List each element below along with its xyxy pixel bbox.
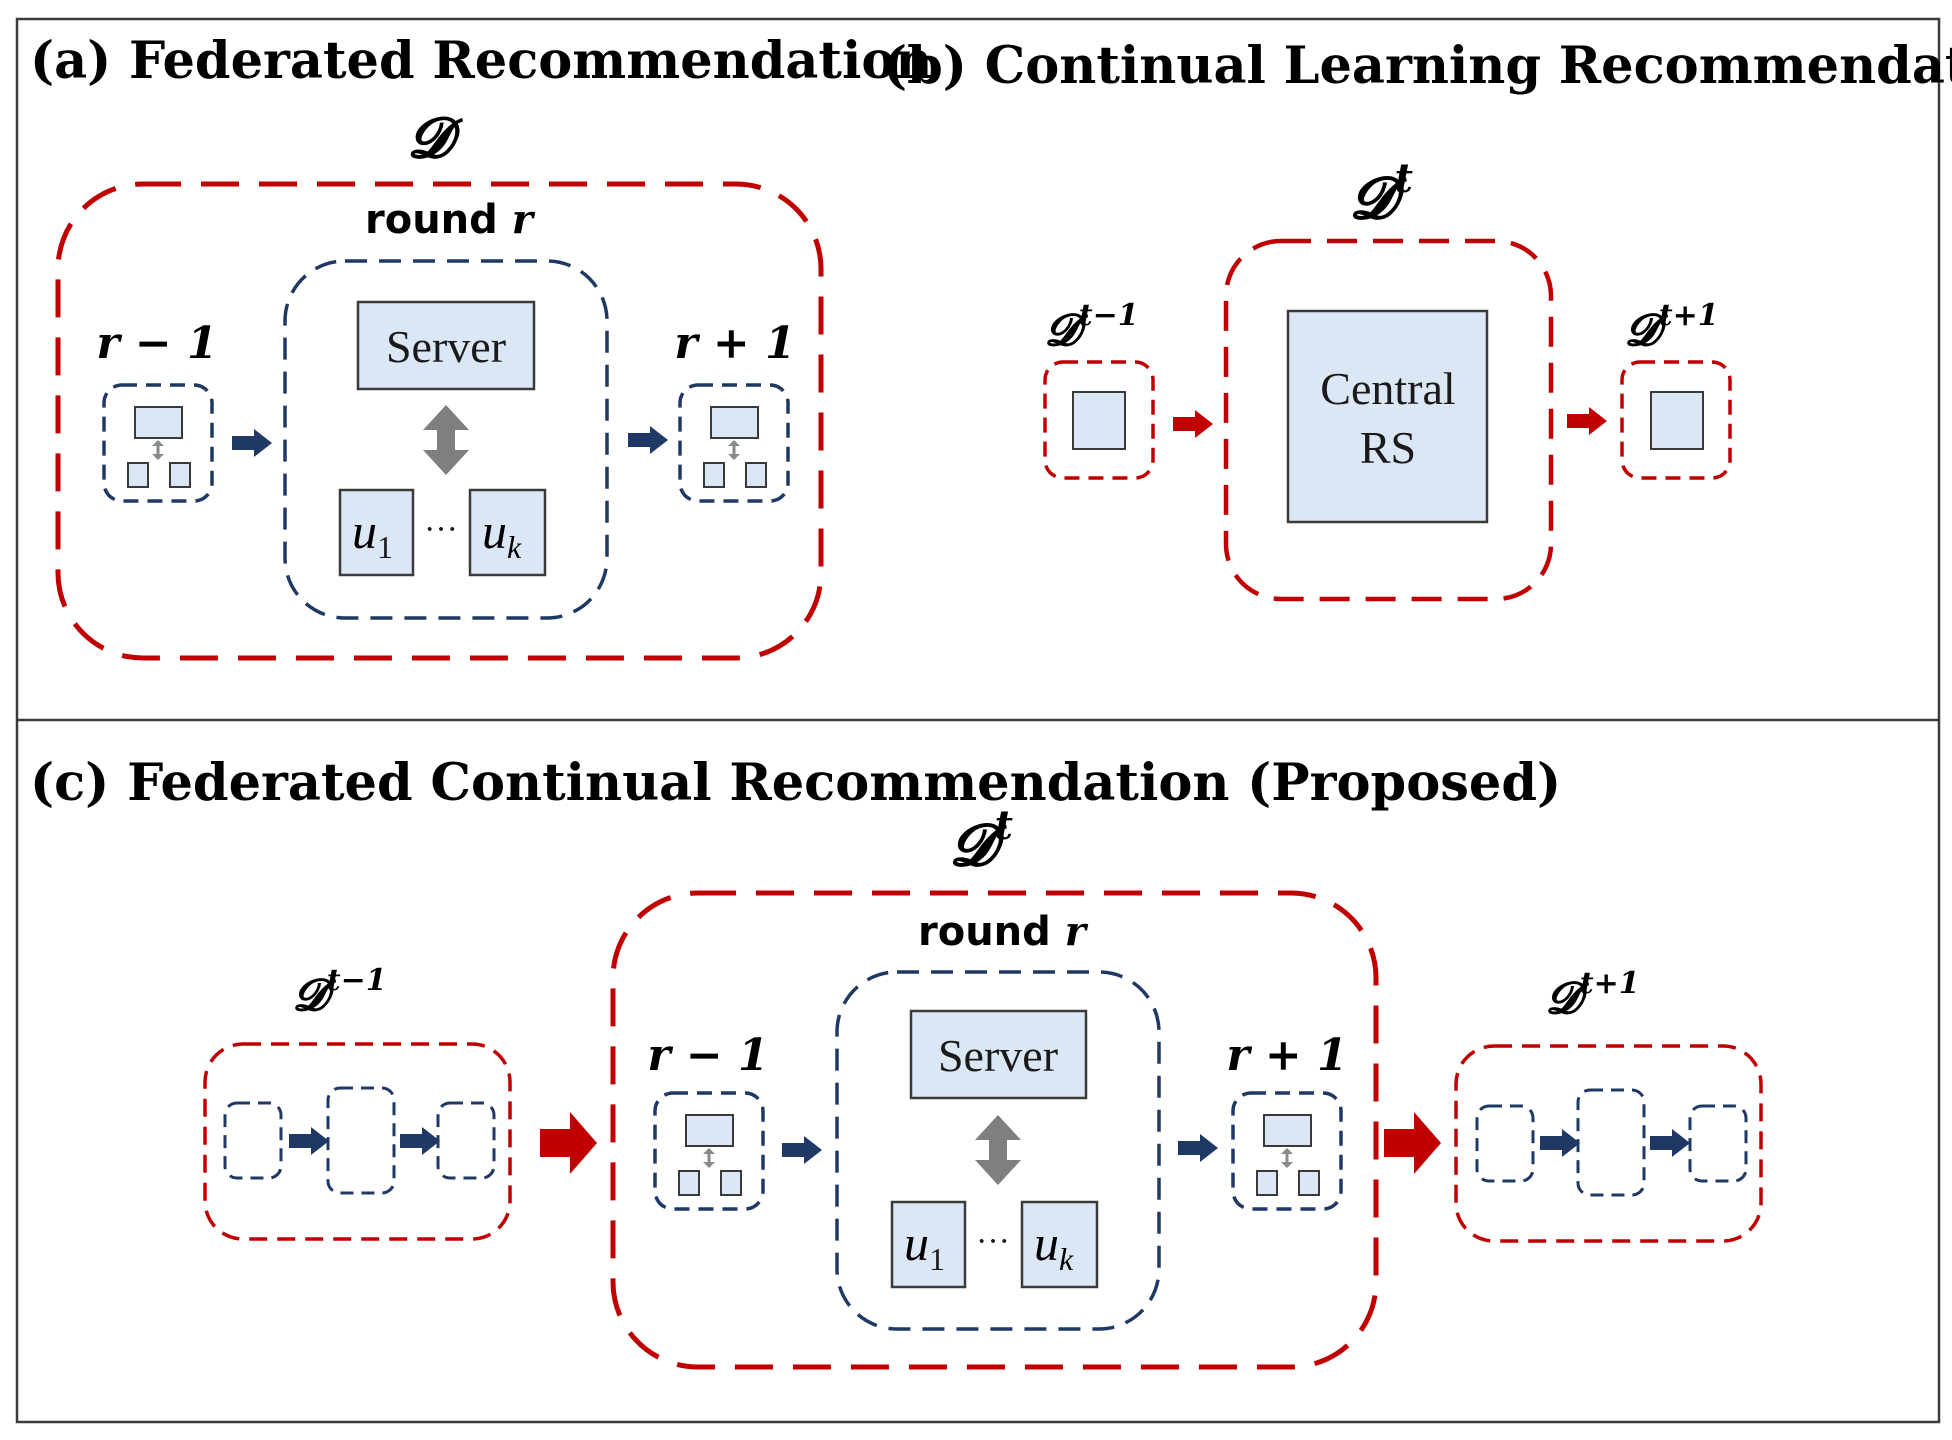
panel-a-round-label: round r (365, 196, 536, 243)
panel-c-server-box (909, 1009, 1088, 1100)
panel-b-arrow-out (1567, 407, 1607, 435)
panel-a-title: (a) Federated Recommendation (30, 31, 932, 91)
panel-c-client-ellipsis: ··· (976, 1223, 1010, 1260)
panel-c-next-arrow-2 (1650, 1129, 1690, 1157)
panel-a-prev-round-mini (102, 383, 214, 503)
panel-c-next-round-mini (1231, 1091, 1343, 1211)
panel-b-central-line1: Central (1320, 363, 1455, 414)
panel-c-round-boundary (835, 970, 1161, 1331)
panel-c-client-first-box (890, 1200, 967, 1289)
panel-c-title: (c) Federated Continual Recommendation (… (30, 753, 1561, 813)
panel-b: (b) Continual Learning Recommendation 𝓓t… (883, 36, 1952, 602)
panel-c-dataset-boundary (610, 890, 1379, 1370)
panel-a-dataset-boundary (55, 181, 824, 661)
panel-b-central-line2: RS (1360, 422, 1416, 473)
panel-b-prev-boundary (1043, 360, 1155, 480)
panel-a-arrow-in (232, 429, 272, 457)
panel-a-server-label: Server (386, 321, 506, 372)
panel-c-next-symbol: 𝓓t+1 (1546, 966, 1640, 1024)
panel-a-arrow-out (628, 426, 668, 454)
panel-c-prev-round-mini (653, 1091, 765, 1211)
panel-c-next-round-b (1576, 1088, 1646, 1197)
panel-c-server-client-arrow (975, 1115, 1021, 1185)
panel-c-stream-arrow-in (540, 1112, 597, 1174)
panel-c-prev-round-a (223, 1101, 283, 1180)
panel-b-title: (b) Continual Learning Recommendation (883, 36, 1952, 96)
panel-c-dataset-symbol: 𝓓t (950, 802, 1014, 879)
panel-c-round-arrow-out (1178, 1134, 1218, 1162)
panel-c-prev-dataset-boundary (203, 1042, 512, 1241)
panel-b-next-box (1650, 391, 1704, 450)
panel-c-next-round-c (1688, 1104, 1748, 1183)
panel-a: (a) Federated Recommendation 𝓓 round r S… (30, 31, 932, 661)
panel-b-dataset-symbol: 𝓓t (1350, 155, 1414, 232)
panel-c-prev-arrow-1 (289, 1127, 329, 1155)
panel-c-round-arrow-in (782, 1136, 822, 1164)
panel-b-next-symbol: 𝓓t+1 (1625, 298, 1719, 356)
panel-a-client-last-label: uk (482, 503, 522, 565)
panel-c-prev-round-label: r − 1 (647, 1030, 768, 1081)
panel-a-client-last-box (468, 488, 547, 577)
panel-a-server-client-arrow (423, 405, 469, 475)
panel-c-next-arrow-1 (1540, 1129, 1580, 1157)
panel-b-prev-box (1072, 391, 1126, 450)
panel-c-prev-round-c (436, 1101, 496, 1180)
panel-b-prev-symbol: 𝓓t−1 (1045, 298, 1139, 356)
panel-c-client-last-box (1020, 1200, 1099, 1289)
panel-c-client-first-label: u1 (904, 1215, 945, 1277)
panel-c-next-round-a (1475, 1104, 1535, 1183)
panel-c-prev-symbol: 𝓓t−1 (293, 963, 387, 1021)
panel-c-stream-arrow-out (1384, 1112, 1441, 1174)
panel-a-next-round-label: r + 1 (674, 318, 795, 369)
panel-c-client-last-label: uk (1034, 1215, 1074, 1277)
panel-c-round-label: round r (918, 908, 1089, 955)
panel-a-server-box (356, 300, 536, 391)
panel-a-client-first-label: u1 (352, 503, 393, 565)
panel-c-prev-arrow-2 (400, 1127, 440, 1155)
panel-b-arrow-in (1173, 410, 1213, 438)
panel-b-next-boundary (1620, 360, 1732, 480)
panel-a-next-round-mini (678, 383, 790, 503)
panel-b-dataset-boundary (1223, 238, 1554, 602)
panel-c-prev-round-b (326, 1086, 396, 1195)
panel-a-client-first-box (338, 488, 415, 577)
panel-c-next-round-label: r + 1 (1226, 1030, 1347, 1081)
panel-a-prev-round-label: r − 1 (96, 318, 217, 369)
panel-a-client-ellipsis: ··· (424, 511, 458, 548)
panel-a-round-boundary (283, 259, 609, 620)
panel-c-server-label: Server (938, 1030, 1058, 1081)
panel-c-next-dataset-boundary (1454, 1044, 1763, 1243)
panel-a-dataset-symbol: 𝓓 (408, 105, 463, 171)
panel-b-central-rs-box (1286, 309, 1489, 524)
panel-c: (c) Federated Continual Recommendation (… (30, 753, 1763, 1370)
